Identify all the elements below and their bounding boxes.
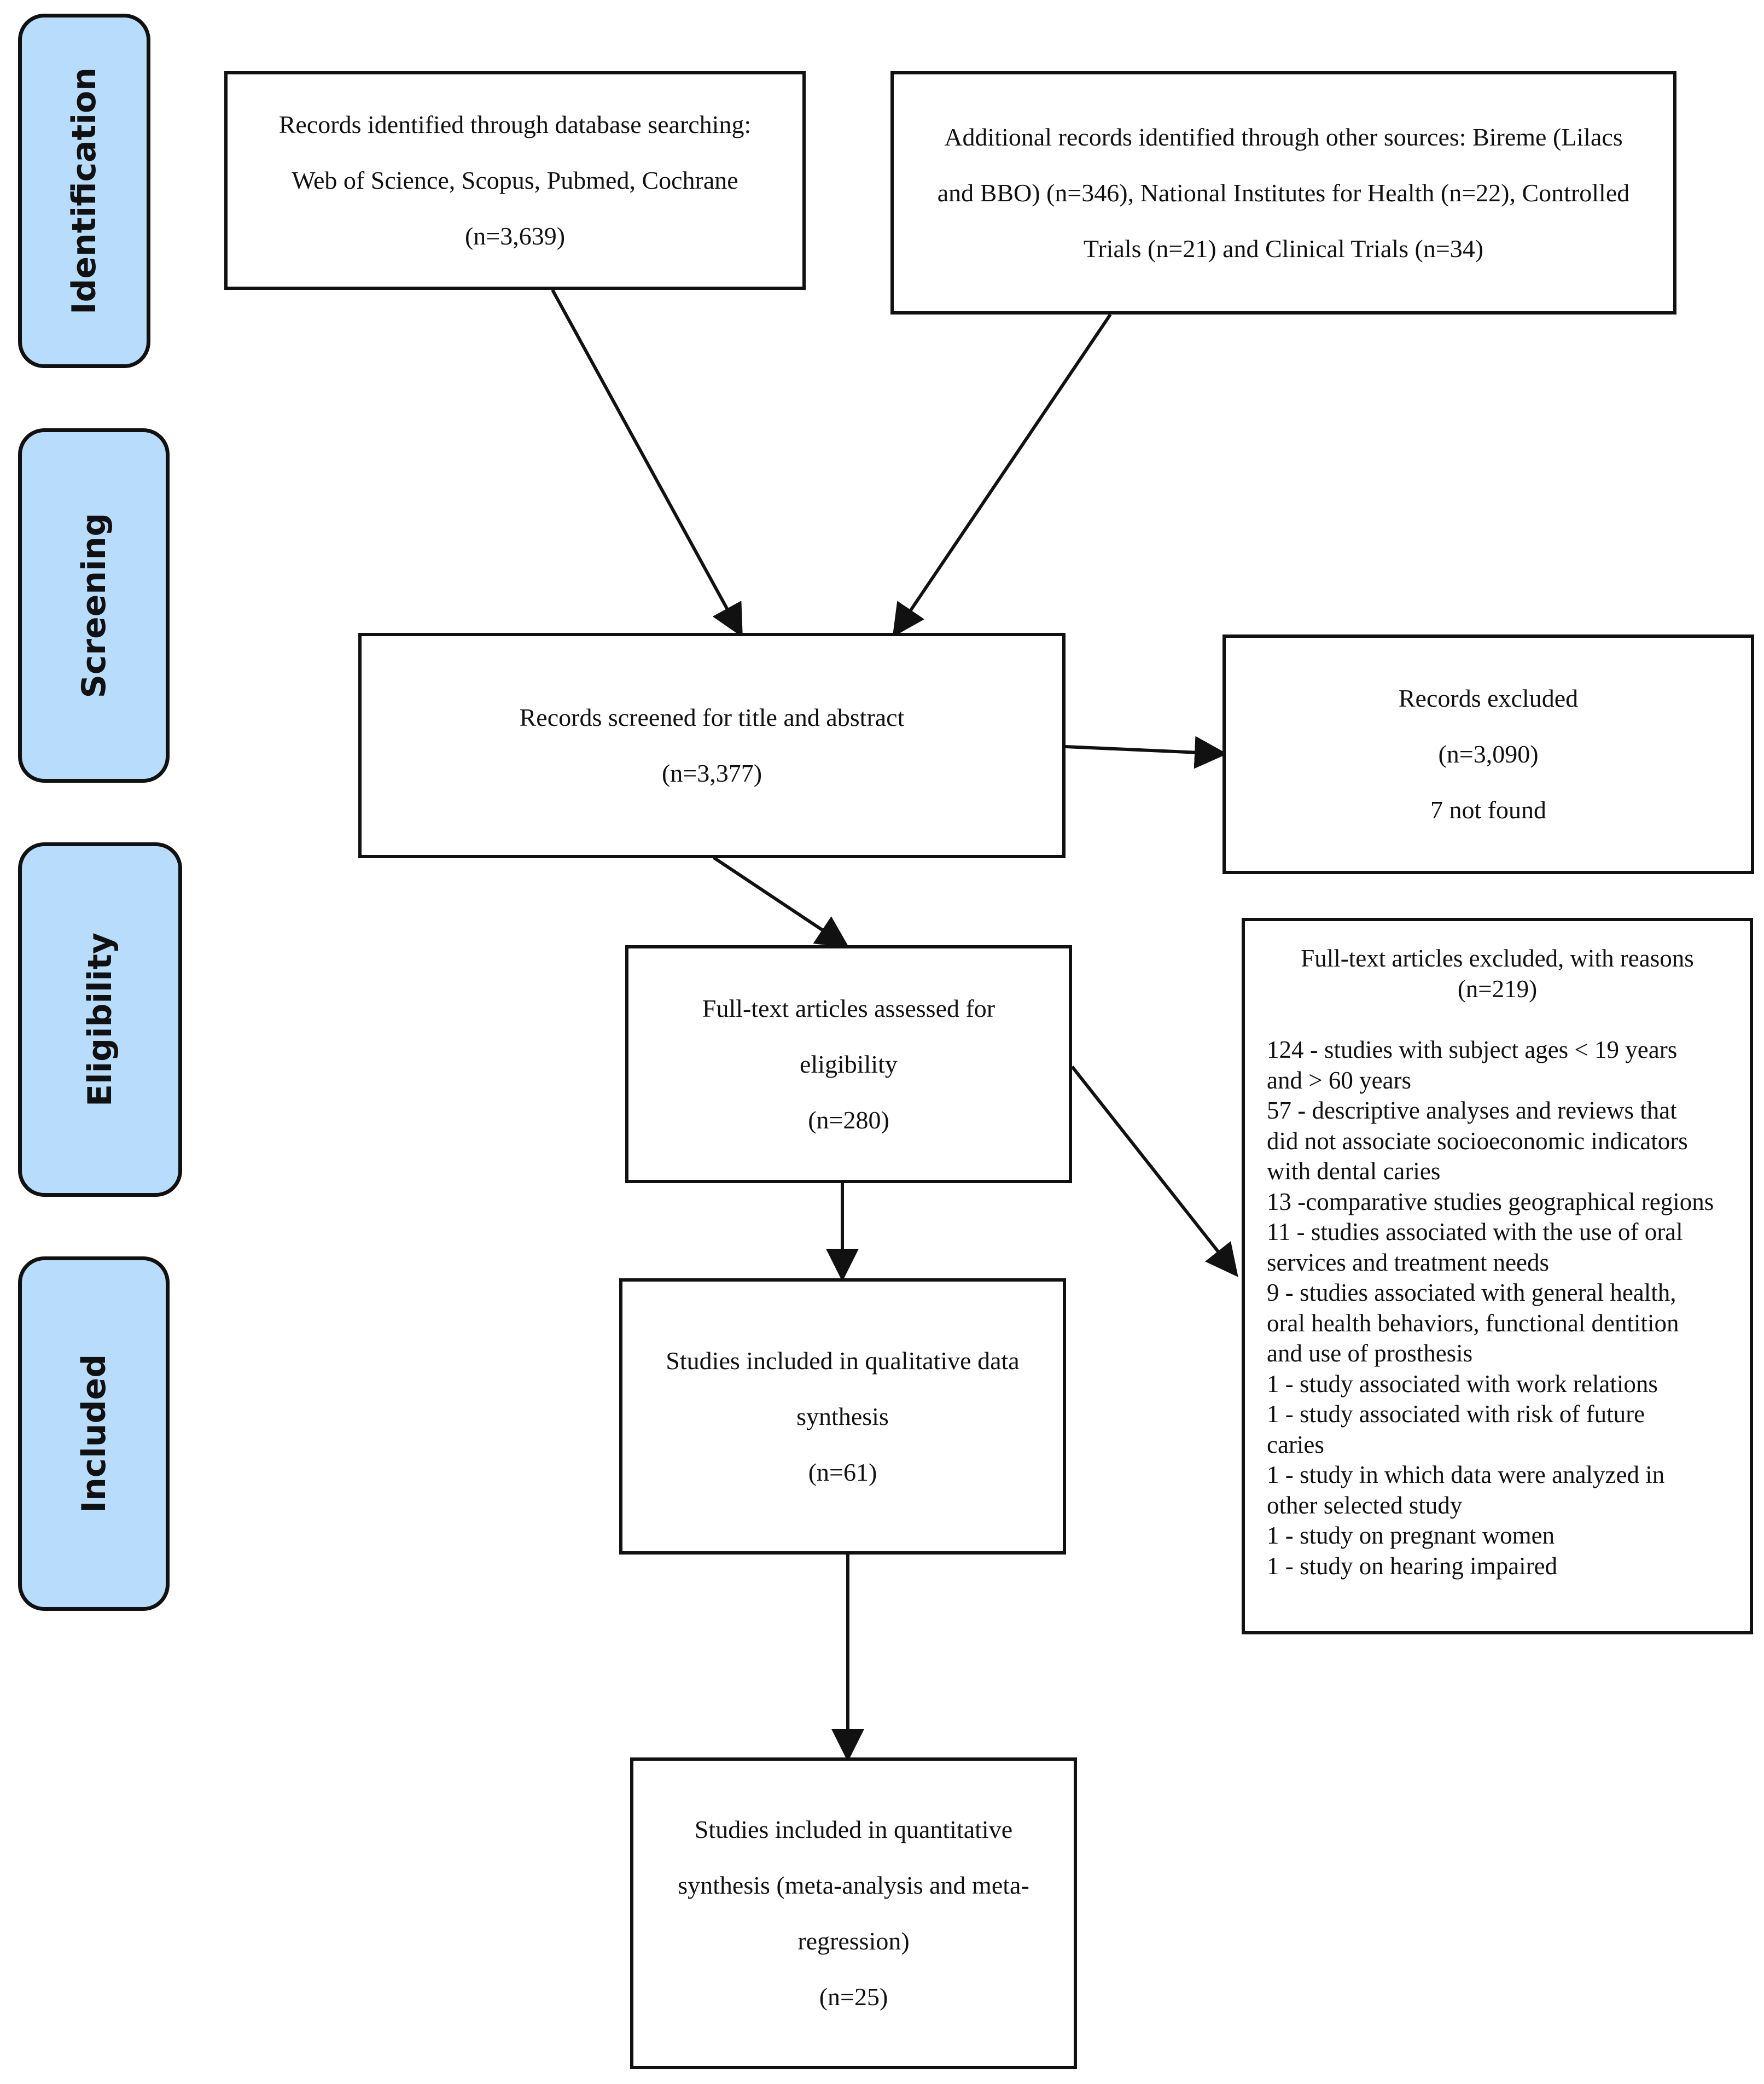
arrow-screened-to-excluded [1065, 736, 1227, 769]
box-line: Studies included in qualitative data [666, 1346, 1020, 1375]
stage-eligibility-label: Eligibility [81, 932, 119, 1107]
box-line: Records excluded [1398, 684, 1579, 712]
stage-included-label: Included [74, 1354, 113, 1513]
exclusion-reason: 1 - study associated with risk of future [1267, 1400, 1645, 1428]
exclusion-reason: 9 - studies associated with general heal… [1267, 1279, 1676, 1306]
box-line: Records identified through database sear… [278, 110, 752, 138]
exclusion-reason: other selected study [1267, 1491, 1463, 1519]
other-sources-box: Additional records identified through ot… [890, 71, 1676, 315]
exclusion-count: (n=219) [1457, 975, 1538, 1003]
box-line: (n=3,377) [661, 759, 762, 787]
box-line: (n=280) [808, 1105, 889, 1134]
stage-eligibility: Eligibility [18, 842, 182, 1197]
box-line: (n=25) [819, 1983, 888, 2011]
exclusion-reason: 1 - study in which data were analyzed in [1267, 1461, 1665, 1488]
arrow-screened-to-fulltext [713, 856, 849, 948]
screened-records-box: Records screened for title and abstract … [358, 633, 1066, 858]
exclusion-reason: oral health behaviors, functional dentit… [1267, 1309, 1679, 1337]
box-line: Additional records identified through ot… [944, 123, 1623, 151]
exclusion-reason: 1 - study on pregnant women [1267, 1522, 1555, 1549]
box-line: eligibility [800, 1050, 898, 1078]
box-line: and BBO) (n=346), National Institutes fo… [937, 178, 1630, 207]
exclusion-reason: 11 - studies associated with the use of … [1267, 1218, 1683, 1245]
exclusion-reason: 1 - study on hearing impaired [1267, 1552, 1558, 1580]
excluded-records-box: Records excluded (n=3,090) 7 not found [1222, 634, 1754, 874]
exclusion-reason: 124 - studies with subject ages < 19 yea… [1267, 1036, 1678, 1063]
exclusion-reason: with dental caries [1267, 1157, 1441, 1185]
stage-screening-label: Screening [74, 513, 113, 698]
box-line: (n=3,639) [464, 222, 566, 250]
fulltext-excluded-box: Full-text articles excluded, with reason… [1242, 918, 1753, 1634]
box-line: Studies included in quantitative [694, 1815, 1013, 1843]
box-line: regression) [797, 1927, 910, 1955]
exclusion-reason: 57 - descriptive analyses and reviews th… [1267, 1097, 1677, 1124]
box-line: Web of Science, Scopus, Pubmed, Cochrane [292, 166, 738, 194]
stage-identification-label: Identification [65, 67, 103, 315]
arrow-fulltext-to-exclusions [1070, 1066, 1238, 1277]
box-line: (n=61) [808, 1458, 877, 1486]
arrow-database-to-screened [551, 289, 743, 638]
exclusion-title: Full-text articles excluded, with reason… [1301, 945, 1694, 972]
box-line: (n=3,090) [1438, 740, 1539, 768]
box-line: synthesis [796, 1402, 889, 1430]
quantitative-synthesis-box: Studies included in quantitative synthes… [630, 1757, 1077, 2069]
exclusion-reason: caries [1267, 1430, 1324, 1458]
exclusion-reason: did not associate socioeconomic indicato… [1267, 1127, 1688, 1155]
qualitative-synthesis-box: Studies included in qualitative data syn… [619, 1278, 1066, 1555]
exclusion-reason: and > 60 years [1267, 1066, 1412, 1094]
box-line: 7 not found [1430, 796, 1547, 824]
exclusion-reason: and use of prosthesis [1267, 1340, 1473, 1367]
database-records-box: Records identified through database sear… [224, 71, 806, 290]
box-line: Trials (n=21) and Clinical Trials (n=34) [1083, 234, 1484, 263]
box-line: Full-text articles assessed for [702, 994, 995, 1022]
stage-identification: Identification [18, 14, 150, 368]
exclusion-reason: 13 -comparative studies geographical reg… [1267, 1187, 1714, 1215]
arrow-other-to-screened [892, 313, 1112, 637]
exclusion-reason: services and treatment needs [1267, 1248, 1550, 1276]
box-line: synthesis (meta-analysis and meta- [678, 1871, 1029, 1899]
stage-included: Included [18, 1256, 170, 1611]
exclusion-reason: 1 - study associated with work relations [1267, 1370, 1658, 1398]
stage-screening: Screening [18, 428, 170, 783]
fulltext-assessed-box: Full-text articles assessed for eligibil… [625, 945, 1072, 1183]
box-line: Records screened for title and abstract [519, 703, 905, 731]
